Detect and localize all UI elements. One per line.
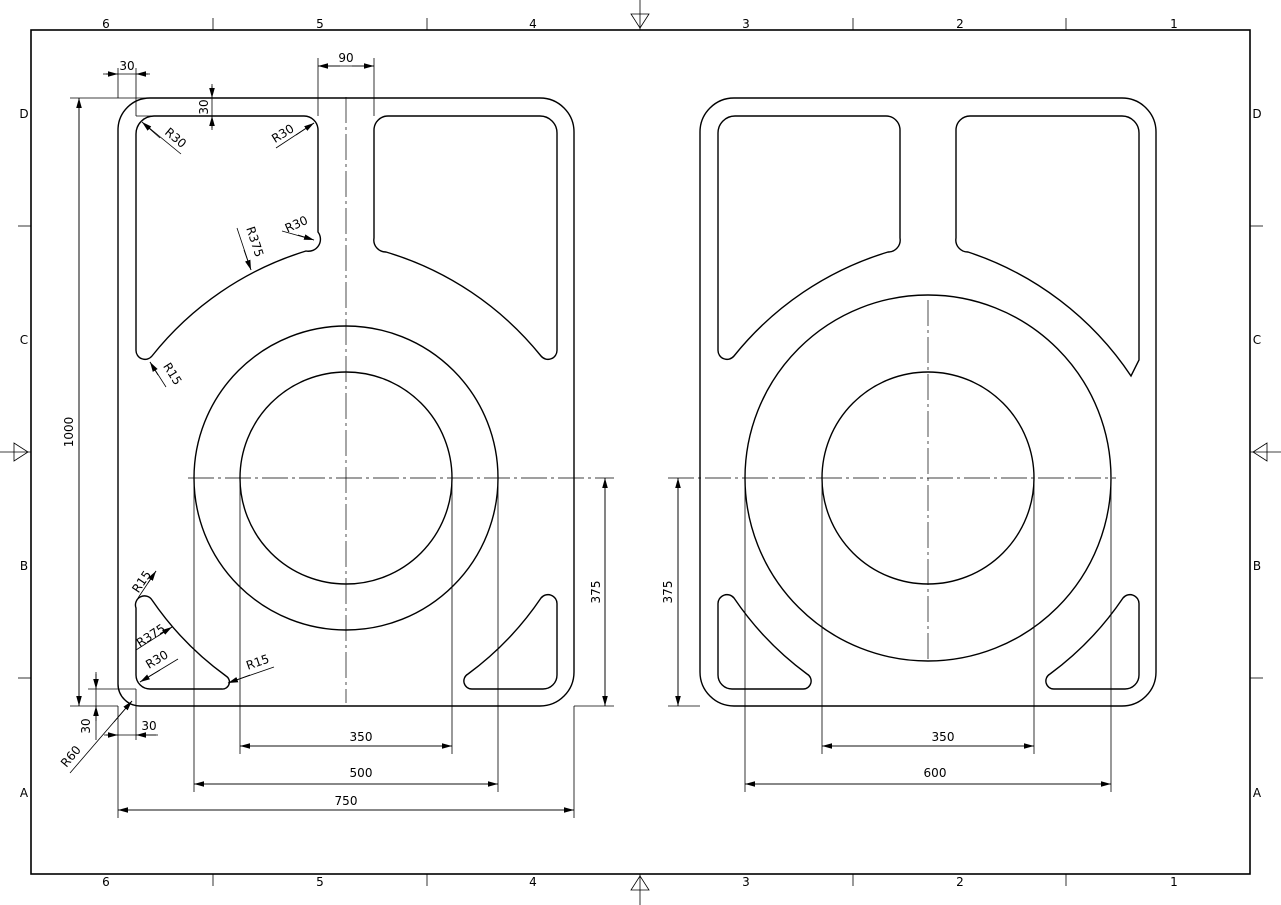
dim-outer-diameter: 600 <box>924 766 947 780</box>
left-view: 30 30 90 R30 R30 R30 R375 R15 1000 R15 R… <box>58 51 614 818</box>
dim-inner-diameter: 350 <box>350 730 373 744</box>
dim-overall-width: 750 <box>335 794 358 808</box>
left-window-bottom-left <box>134 595 231 690</box>
zone-col-label: 2 <box>956 17 964 31</box>
dim-radius-r60: R60 <box>58 743 84 770</box>
right-window-top-right <box>955 115 1140 378</box>
zone-row-label: D <box>19 107 28 121</box>
zone-row-label: C <box>20 333 28 347</box>
right-window-bottom-right <box>1045 594 1140 690</box>
zone-row-label: C <box>1253 333 1261 347</box>
zone-row-label: D <box>1252 107 1261 121</box>
zone-col-label: 1 <box>1170 17 1178 31</box>
zone-col-label: 4 <box>529 17 537 31</box>
zone-col-label: 6 <box>102 17 110 31</box>
zone-col-label: 3 <box>742 17 750 31</box>
dim-center-height: 375 <box>661 581 675 604</box>
zone-col-label: 4 <box>529 875 537 889</box>
dim-inner-diameter: 350 <box>932 730 955 744</box>
left-window-bottom-right <box>463 594 558 690</box>
right-window-top-left <box>717 115 901 360</box>
left-window-top-left <box>135 115 322 360</box>
right-plate-outline <box>699 97 1157 707</box>
zone-col-label: 2 <box>956 875 964 889</box>
dim-radius-r30-rib: R30 <box>269 121 296 145</box>
zone-row-label: B <box>20 559 28 573</box>
dim-bottom-width: 30 <box>141 719 156 733</box>
zone-row-label: A <box>1253 786 1262 800</box>
right-window-bottom-left <box>717 594 812 690</box>
dim-bottom-height: 30 <box>79 718 93 733</box>
dim-radius-r30-bottom-left: R30 <box>143 647 170 671</box>
zone-row-label: B <box>1253 559 1261 573</box>
left-window-top-right <box>373 115 558 360</box>
dim-radius-r30-rib-bottom: R30 <box>283 213 310 235</box>
dim-radius-r15-bottom-left: R15 <box>129 568 154 595</box>
dim-center-height: 375 <box>589 581 603 604</box>
dim-rib-width: 90 <box>338 51 353 65</box>
dim-radius-r375-bottom-left: R375 <box>134 621 168 650</box>
dim-overall-height: 1000 <box>62 417 76 448</box>
dim-top-height: 30 <box>197 99 211 114</box>
zone-col-label: 6 <box>102 875 110 889</box>
dim-radius-r30-corner: R30 <box>162 125 189 151</box>
right-view: 375 350 600 <box>661 97 1157 792</box>
zone-col-label: 1 <box>1170 875 1178 889</box>
dim-top-width: 30 <box>119 59 134 73</box>
dim-outer-diameter: 500 <box>350 766 373 780</box>
zone-col-label: 5 <box>316 17 324 31</box>
zone-row-label: A <box>20 786 29 800</box>
zone-col-label: 5 <box>316 875 324 889</box>
dim-radius-r375-top: R375 <box>243 225 266 259</box>
left-plate-outline <box>117 97 575 707</box>
zone-col-label: 3 <box>742 875 750 889</box>
